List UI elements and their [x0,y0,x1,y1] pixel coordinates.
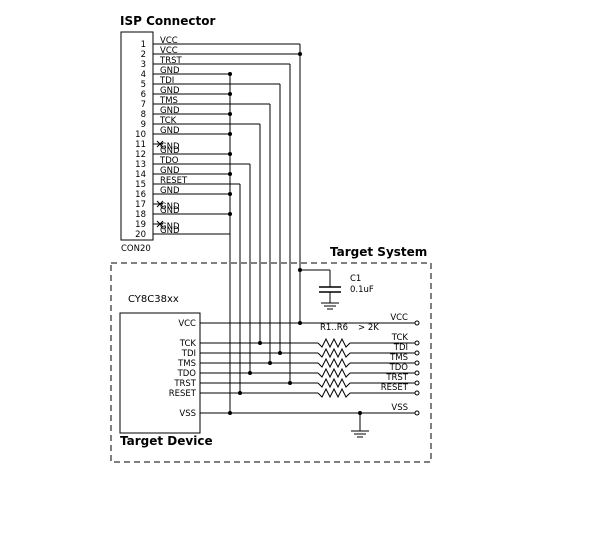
connector-pin-number: 16 [135,190,146,200]
connector-pin-number: 20 [135,230,146,240]
connector-pin-number: 12 [135,150,146,160]
resistor [317,337,351,349]
connector-pin-number: 17 [135,200,146,210]
connector-pin-number: 11 [135,140,146,150]
connector-pin-number: 19 [135,220,146,230]
output-label: TDI [393,343,408,353]
connector-pin-number: 9 [141,120,146,130]
junction-dot [298,268,302,272]
output-label: TRST [385,373,408,383]
connector-pin-name: GND [160,222,180,232]
connector-pin-name: TMS [159,96,178,106]
connector-pin-number: 2 [141,50,146,60]
connector-pin-name: GND [160,202,180,212]
device-part: CY8C38xx [128,294,179,305]
connector-pin-name: GND [160,126,180,136]
output-label: VSS [391,403,408,413]
output-terminal [414,390,420,396]
no-connect-mark [156,200,164,208]
resistor [317,377,351,389]
connector-pin-number: 8 [141,110,146,120]
output-terminal [414,370,420,376]
device-pin-label: VSS [179,409,196,419]
output-terminal [414,350,420,356]
connector-pin-name: GND [160,142,180,152]
resistors-value: > 2K [358,323,379,333]
connector-pin-number: 14 [135,170,146,180]
connector-pin-name: GND [160,106,180,116]
connector-pin-name: GND [160,226,180,236]
output-terminal [414,380,420,386]
connector-pin-number: 5 [141,80,146,90]
output-terminal [414,360,420,366]
connector-pin-name: TCK [159,116,177,126]
connector-pin-name: GND [160,146,180,156]
connector-pin-name: GND [160,166,180,176]
target-system-title: Target System [330,245,427,259]
device-pin-label: RESET [169,389,197,399]
resistor [317,347,351,359]
output-terminal [414,410,420,416]
resistors-ref: R1..R6 [320,323,348,333]
no-connect-mark [156,220,164,228]
capacitor-value: 0.1uF [350,285,374,295]
output-label: RESET [381,383,409,393]
connector-pin-name: TRST [159,56,182,66]
connector-part: CON20 [121,244,151,254]
resistor [317,357,351,369]
connector-pin-name: VCC [160,36,178,46]
device-pin-label: TDO [177,369,197,379]
connector-pin-number: 3 [141,60,146,70]
connector-pin-number: 13 [135,160,146,170]
junction-dot [298,52,302,56]
connector-pin-name: GND [160,66,180,76]
connector-pin-name: TDI [159,76,174,86]
device-pin-label: TDI [181,349,196,359]
device-pin-label: VCC [178,319,196,329]
ground-symbol [351,411,369,438]
connector-pin-name: GND [160,86,180,96]
connector-title: ISP Connector [120,14,215,28]
connector-pin-number: 10 [135,130,146,140]
device-title: Target Device [120,434,213,448]
connector-pin-name: GND [160,186,180,196]
resistor [317,367,351,379]
output-terminal [414,320,420,326]
output-terminal [414,340,420,346]
connector-pin-number: 1 [141,40,146,50]
device-pin-label: TRST [173,379,196,389]
connector-pin-number: 7 [141,100,146,110]
connector-pin-name: TDO [159,156,179,166]
connector-body [120,31,154,241]
connector-pin-number: 18 [135,210,146,220]
device-pin-label: TMS [177,359,196,369]
output-label: TMS [389,353,408,363]
connector-pin-number: 4 [141,70,146,80]
connector-pin-number: 15 [135,180,146,190]
connector-pin-name: VCC [160,46,178,56]
capacitor-ref: C1 [350,274,361,284]
target-system-frame [110,262,432,463]
output-label: VCC [390,313,408,323]
output-label: TDO [389,363,409,373]
resistor [317,387,351,399]
connector-pin-name: RESET [160,176,188,186]
no-connect-mark [156,140,164,148]
output-label: TCK [391,333,409,343]
connector-pin-name: GND [160,206,180,216]
device-pin-label: TCK [179,339,197,349]
connector-pin-number: 6 [141,90,146,100]
capacitor-c1 [300,269,341,310]
